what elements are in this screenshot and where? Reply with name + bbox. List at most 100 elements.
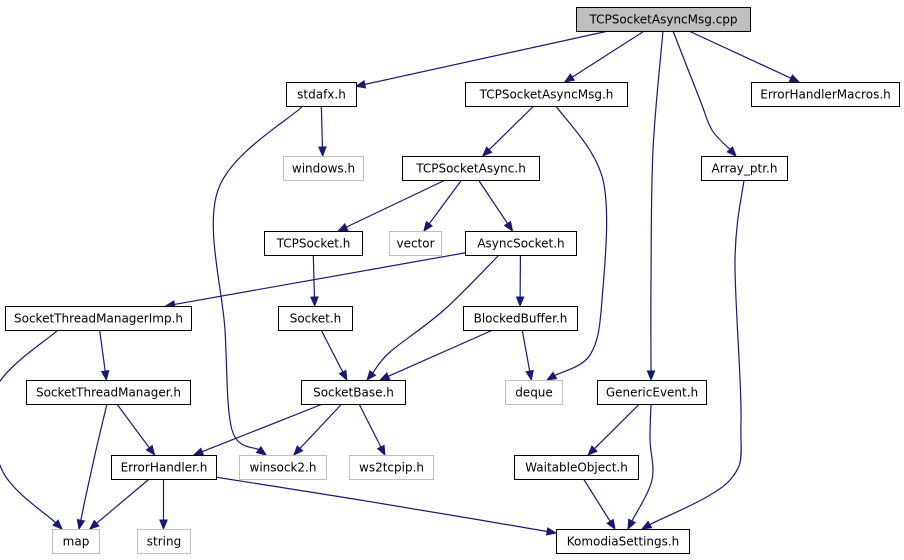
node-string: string — [137, 529, 191, 554]
edge-tcpsocketasyncmsg_h-to-deque — [545, 105, 608, 381]
node-label: SocketBase.h — [313, 386, 394, 400]
node-label: BlockedBuffer.h — [474, 312, 568, 326]
arrowhead-icon — [366, 369, 377, 382]
arrowhead-icon — [292, 445, 304, 456]
node-tcpsocketasync-h[interactable]: TCPSocketAsync.h — [402, 156, 540, 181]
node-label: KomodiaSettings.h — [567, 535, 680, 549]
node-box — [751, 82, 900, 107]
node-blockedbuffer-h[interactable]: BlockedBuffer.h — [463, 306, 578, 331]
arrowhead-icon — [376, 444, 386, 457]
node-socketbase-h[interactable]: SocketBase.h — [301, 380, 406, 405]
node-label: SocketThreadManager.h — [36, 386, 181, 400]
node-array-ptr-h[interactable]: Array_ptr.h — [701, 156, 788, 181]
edge-line — [312, 254, 316, 298]
arrowhead-icon — [318, 146, 327, 158]
node-waitableobject-h[interactable]: WaitableObject.h — [514, 455, 639, 480]
edge-socket_h-to-socketbase_h — [320, 329, 348, 382]
node-box — [5, 306, 192, 331]
edge-socketbase_h-to-errorhandler_h — [192, 403, 323, 456]
edge-tcpsocketasyncmsg_cpp-to-array_ptr_h — [672, 30, 737, 157]
edge-line — [346, 179, 446, 228]
node-errorhandlermacros-h[interactable]: ErrorHandlerMacros.h — [751, 82, 900, 107]
edge-line — [688, 30, 792, 79]
node-map: map — [52, 529, 100, 554]
node-box — [465, 82, 628, 107]
edge-socketthreadmanager_h-to-errorhandler_h — [116, 403, 156, 457]
edge-line — [116, 403, 150, 449]
node-tcpsocket-h[interactable]: TCPSocket.h — [264, 231, 363, 256]
arrowhead-icon — [545, 527, 558, 536]
arrowhead-icon — [515, 296, 525, 308]
edge-errorhandler_h-to-map — [88, 478, 150, 530]
edge-line — [631, 403, 654, 522]
edge-line — [571, 30, 645, 78]
node-label: vector — [396, 237, 434, 251]
node-tcpsocketasyncmsg-h[interactable]: TCPSocketAsyncMsg.h — [465, 82, 628, 107]
edge-line — [650, 30, 664, 372]
node-label: stdafx.h — [297, 88, 346, 102]
edge-errorhandler_h-to-string — [159, 479, 168, 531]
edge-genericevent_h-to-komodiasettings_h — [627, 403, 654, 531]
node-box — [239, 455, 327, 480]
arrowhead-icon — [481, 146, 493, 157]
arrowhead-icon — [606, 518, 616, 531]
node-box — [301, 380, 406, 405]
arrowhead-icon — [336, 222, 349, 232]
node-label: TCPSocketAsyncMsg.cpp — [588, 13, 737, 27]
node-label: TCPSocketAsyncMsg.h — [479, 88, 614, 102]
edge-asyncsocket_h-to-socketbase_h — [366, 254, 500, 382]
edge-line — [594, 403, 640, 450]
arrowhead-icon — [726, 146, 737, 157]
node-komodiasettings-h[interactable]: KomodiaSettings.h — [556, 529, 690, 554]
arrowhead-icon — [100, 370, 110, 382]
edge-line — [99, 329, 106, 372]
node-box — [701, 156, 788, 181]
node-box — [137, 529, 191, 554]
edge-tcpsocketasyncmsg_cpp-to-errorhandlermacros_h — [688, 30, 801, 83]
arrowhead-icon — [159, 519, 168, 531]
arrowhead-icon — [145, 444, 156, 457]
node-genericevent-h[interactable]: GenericEvent.h — [597, 380, 707, 405]
edge-socketbase_h-to-winsock2_h — [292, 403, 343, 456]
edge-blockedbuffer_h-to-deque — [521, 329, 534, 382]
edge-socketthreadmanagerimp_h-to-map — [0, 329, 63, 530]
node-box — [556, 529, 690, 554]
node-box — [505, 380, 563, 405]
arrowhead-icon — [563, 73, 576, 83]
edge-stdafx_h-to-windows_h — [318, 105, 327, 158]
node-stdafx-h[interactable]: stdafx.h — [286, 82, 357, 107]
node-ws2tcpip-h: ws2tcpip.h — [349, 455, 434, 480]
node-socket-h[interactable]: Socket.h — [278, 306, 353, 331]
node-errorhandler-h[interactable]: ErrorHandler.h — [111, 455, 217, 480]
node-winsock2-h: winsock2.h — [239, 455, 327, 480]
edge-socketthreadmanager_h-to-map — [76, 403, 108, 531]
edge-genericevent_h-to-waitableobject_h — [587, 403, 640, 456]
node-socketthreadmanager-h[interactable]: SocketThreadManager.h — [26, 380, 191, 405]
arrowhead-icon — [423, 220, 434, 233]
arrowhead-icon — [338, 369, 348, 382]
edge-tcpsocketasyncmsg_cpp-to-genericevent_h — [646, 30, 664, 382]
edge-waitableobject_h-to-komodiasettings_h — [583, 478, 616, 531]
arrowhead-icon — [503, 220, 514, 233]
arrowhead-icon — [525, 369, 534, 382]
edge-line — [320, 105, 324, 148]
edge-socketbase_h-to-ws2tcpip_h — [358, 403, 386, 457]
arrowhead-icon — [88, 519, 100, 530]
edge-line — [428, 179, 463, 225]
node-socketthreadmanagerimp-h[interactable]: SocketThreadManagerImp.h — [5, 306, 192, 331]
node-label: windows.h — [292, 162, 355, 176]
arrowhead-icon — [52, 519, 63, 530]
edge-stdafx_h-to-winsock2_h — [212, 105, 304, 456]
node-asyncsocket-h[interactable]: AsyncSocket.h — [465, 231, 577, 256]
edge-line — [478, 179, 509, 224]
node-box — [52, 529, 100, 554]
arrowhead-icon — [255, 445, 268, 456]
node-tcpsocketasyncmsg-cpp[interactable]: TCPSocketAsyncMsg.cpp — [576, 7, 751, 32]
arrowhead-icon — [545, 371, 558, 381]
node-box — [286, 82, 357, 107]
node-box — [349, 455, 434, 480]
edge-line — [201, 403, 323, 453]
arrowhead-icon — [788, 74, 801, 83]
arrowhead-icon — [354, 80, 367, 89]
